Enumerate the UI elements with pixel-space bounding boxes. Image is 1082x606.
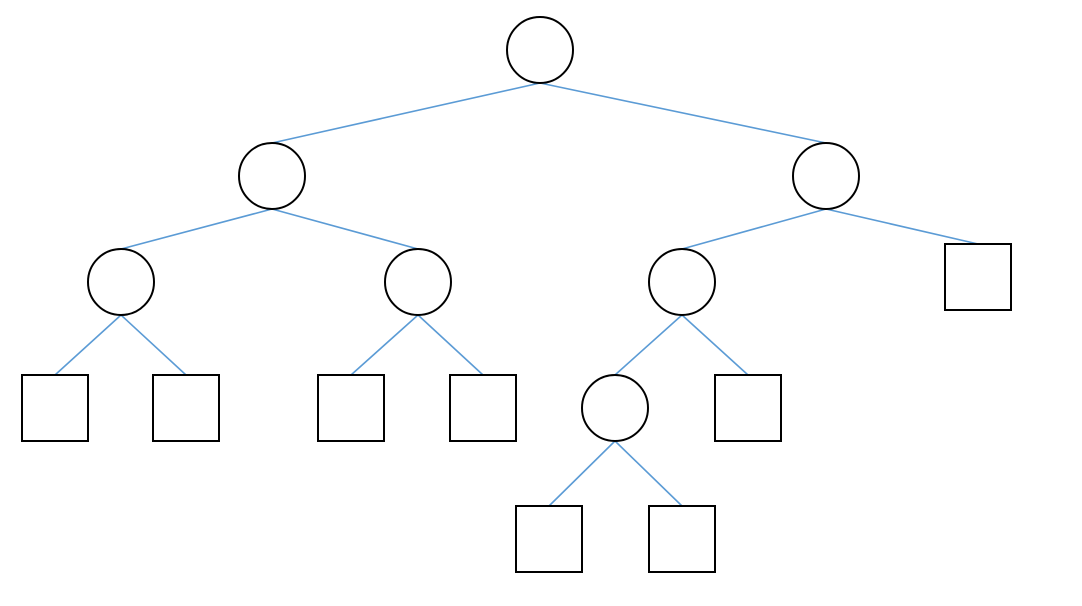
tree-edge [120,314,187,376]
tree-edge [120,208,273,250]
tree-leaf-square [944,243,1012,311]
tree-edge [681,208,827,250]
tree-node-circle [238,142,306,210]
tree-edge [54,314,122,376]
tree-leaf-square [714,374,782,442]
tree-leaf-square [449,374,517,442]
tree-node-circle [87,248,155,316]
tree-edge [614,314,683,376]
tree-node-circle [384,248,452,316]
tree-leaf-square [317,374,385,442]
tree-leaf-square [648,505,716,573]
tree-nodes [21,16,1012,573]
tree-node-circle [581,374,649,442]
tree-leaf-square [21,374,89,442]
tree-node-circle [648,248,716,316]
tree-leaf-square [152,374,220,442]
tree-edge [825,208,979,245]
tree-edge [614,440,683,507]
tree-edge [271,208,419,250]
tree-node-circle [506,16,574,84]
tree-leaf-square [515,505,583,573]
tree-edge [681,314,749,376]
tree-edges [54,82,979,507]
tree-edge [417,314,484,376]
tree-edge [548,440,616,507]
tree-edge [539,82,827,144]
tree-edge [271,82,541,144]
tree-node-circle [792,142,860,210]
tree-edge [350,314,419,376]
